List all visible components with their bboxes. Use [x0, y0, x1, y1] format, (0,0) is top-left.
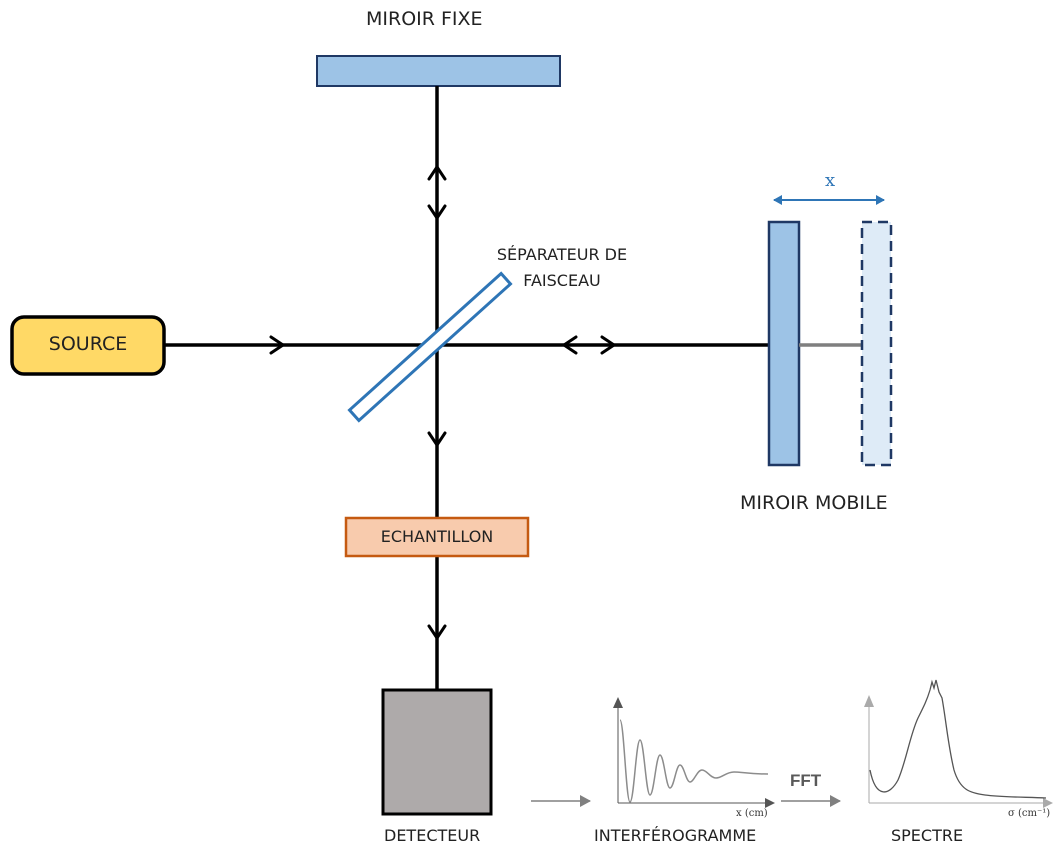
- spectrum-xlabel: σ (cm⁻¹): [1008, 808, 1050, 819]
- interferogram-plot: x (cm): [613, 697, 775, 819]
- interferogram-curve: [619, 719, 769, 803]
- detector-label: DETECTEUR: [384, 826, 481, 845]
- interferogram-xlabel: x (cm): [736, 808, 768, 819]
- source-box: [10, 315, 166, 376]
- fixed-mirror: [316, 55, 561, 87]
- arrow-down-sample: [427, 624, 447, 640]
- sample-label: ECHANTILLON: [380, 527, 494, 546]
- beam-direction-arrows: [269, 165, 616, 640]
- displacement-label: x: [825, 170, 835, 191]
- arrow-left-mobile: [562, 335, 578, 355]
- arrow-right-mobile: [600, 335, 616, 355]
- sample-box: [344, 516, 530, 558]
- arrow-right-source: [269, 335, 285, 355]
- arrow-up-fixed: [427, 165, 447, 181]
- moving-mirror-label: MIROIR MOBILE: [740, 492, 888, 514]
- moving-mirror: [767, 220, 801, 467]
- fixed-mirror-label: MIROIR FIXE: [366, 8, 483, 30]
- spectrum-label: SPECTRE: [891, 826, 964, 845]
- fft-label: FFT: [790, 771, 822, 790]
- arrow-down-fixed: [427, 204, 447, 220]
- interferogram-label: INTERFÉROGRAMME: [594, 826, 757, 845]
- spectrum-curve: [869, 679, 1047, 799]
- beam-splitter: [347, 271, 513, 423]
- detector-box: [381, 688, 493, 816]
- arrow-down-splitter: [427, 431, 447, 447]
- moving-mirror-ghost: [860, 220, 893, 467]
- source-label: SOURCE: [48, 333, 128, 355]
- spectrum-plot: σ (cm⁻¹): [864, 679, 1053, 819]
- beam-splitter-label-line2: FAISCEAU: [523, 271, 601, 290]
- beam-splitter-label-line1: SÉPARATEUR DE: [496, 245, 628, 264]
